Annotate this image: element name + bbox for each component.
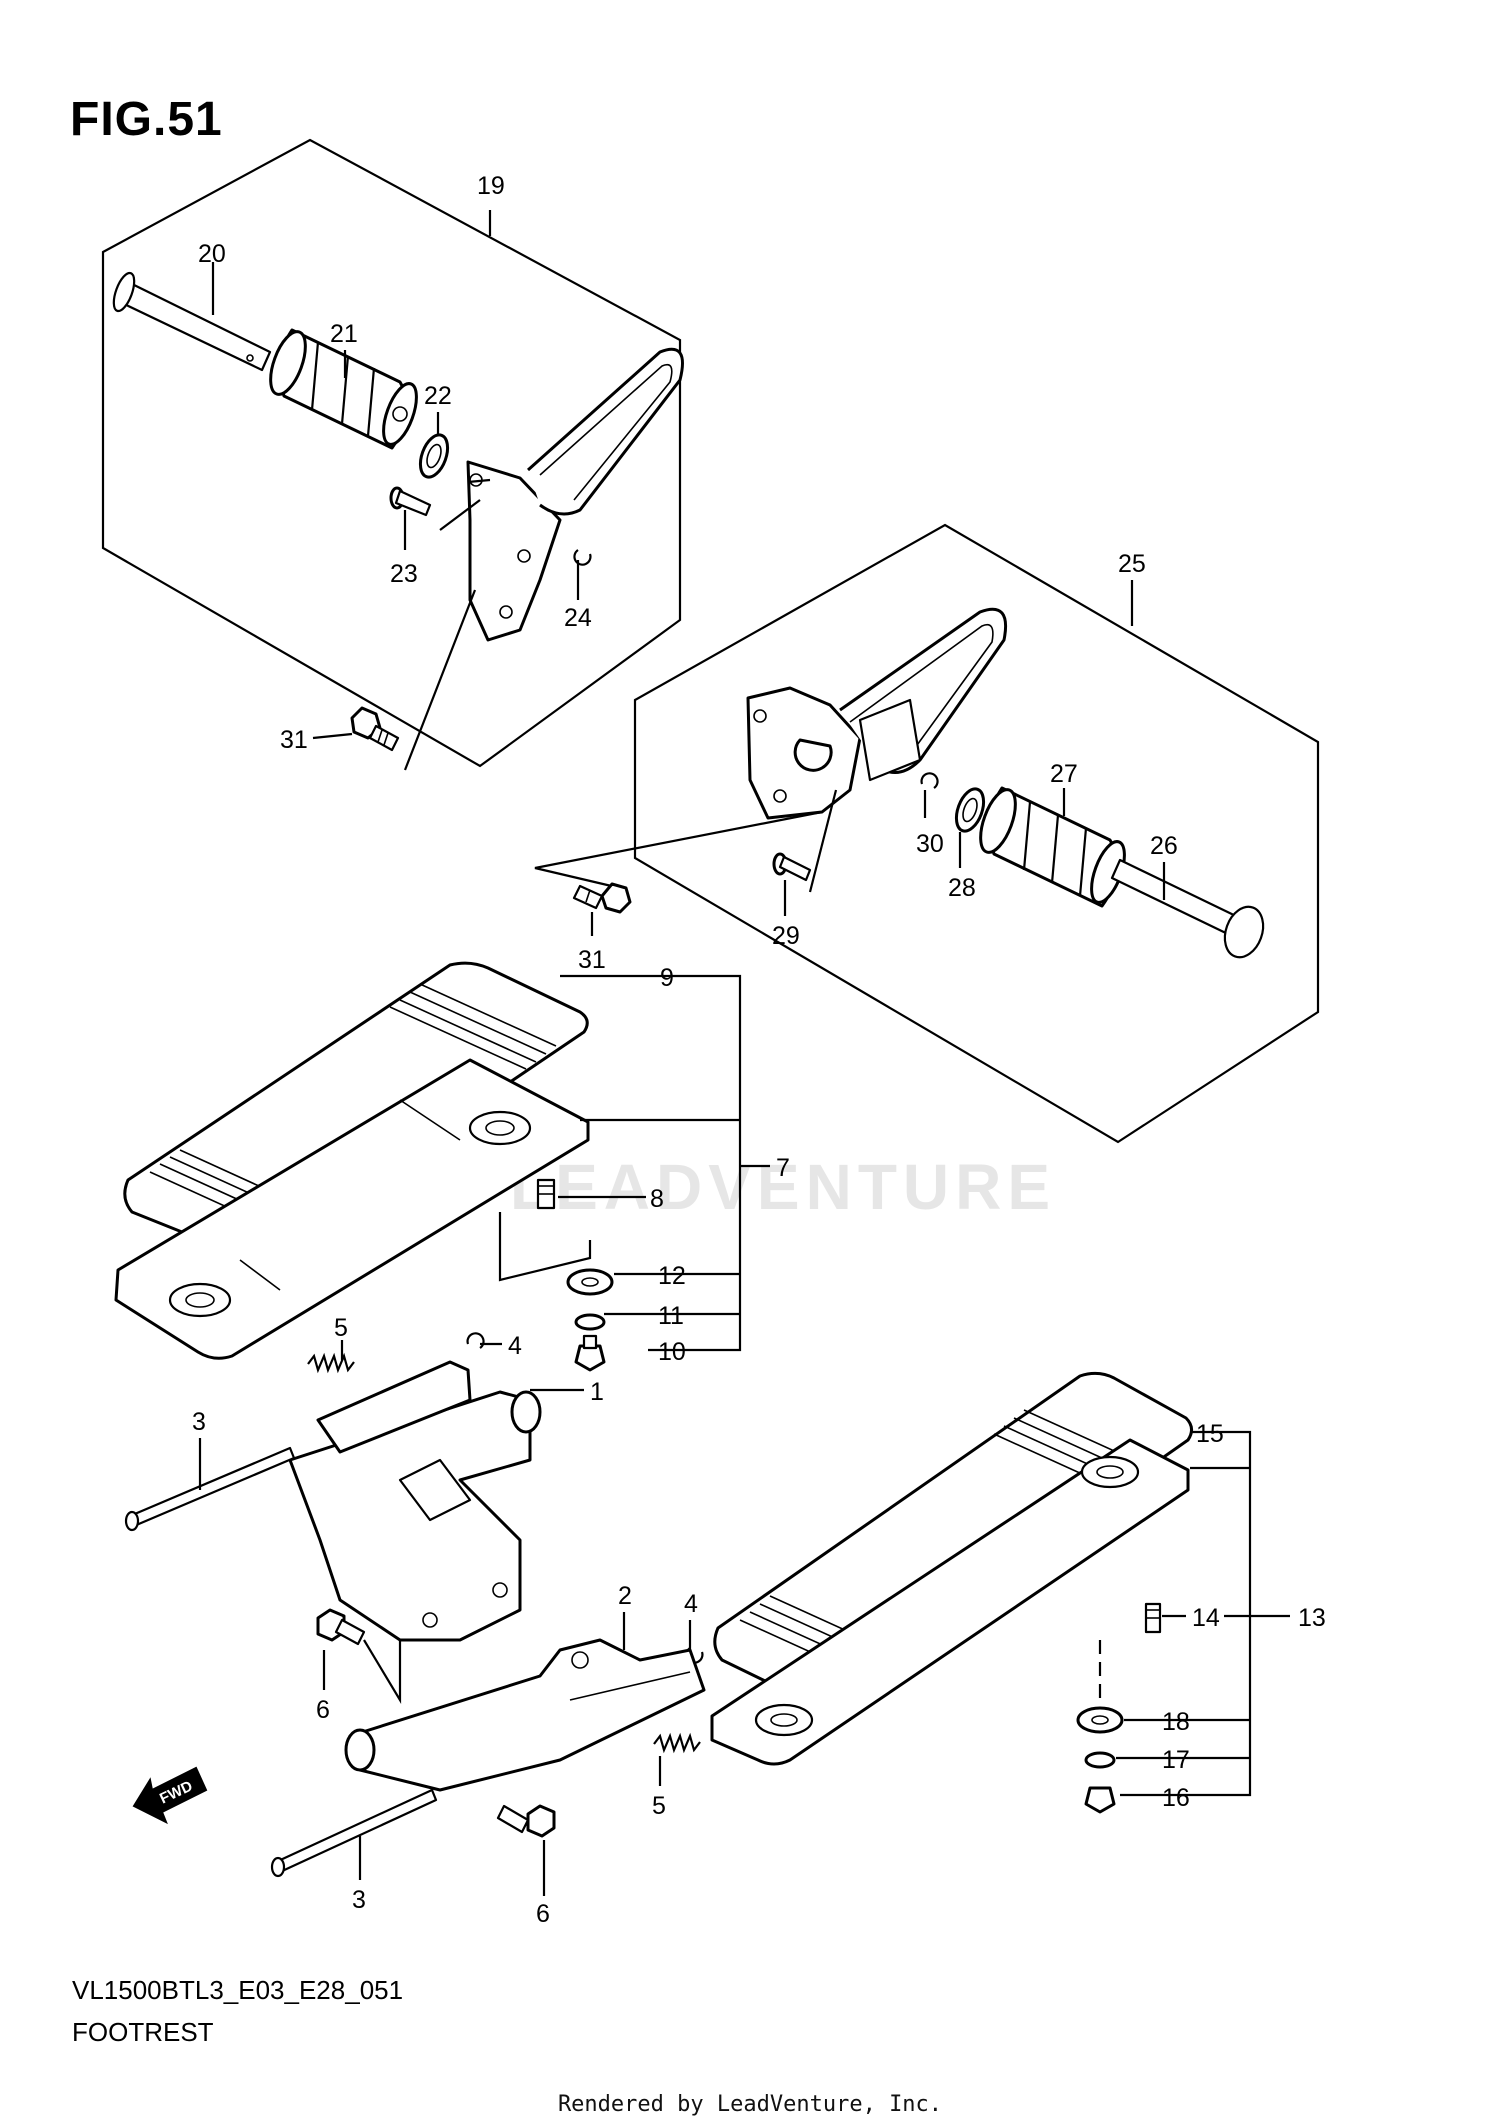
part-24-clip <box>573 549 592 566</box>
callout-14: 14 <box>1192 1604 1220 1632</box>
part-20-footrest-pin <box>112 271 272 372</box>
callout-11: 11 <box>658 1302 684 1330</box>
callout-29: 29 <box>772 922 800 950</box>
part-12-washer <box>566 1268 614 1296</box>
part-22-washer <box>418 433 450 479</box>
callout-17: 17 <box>1162 1746 1190 1774</box>
callout-22: 22 <box>424 382 452 410</box>
passenger-footrest-bracket-left <box>466 347 684 642</box>
part-17-lock-washer <box>1084 1751 1116 1769</box>
callout-4-lower: 4 <box>684 1590 698 1618</box>
direction-forward-icon: FWD <box>132 1766 208 1825</box>
part-18-washer <box>1076 1706 1124 1734</box>
watermark-text: LEADVENTURE <box>510 1151 1057 1223</box>
part-27-footrest-rubber <box>979 786 1126 908</box>
callout-6-lower: 6 <box>536 1900 550 1928</box>
callout-19: 19 <box>477 172 505 200</box>
callout-2: 2 <box>618 1582 632 1610</box>
callout-3-upper: 3 <box>192 1408 206 1436</box>
callout-8: 8 <box>650 1185 664 1213</box>
assembly-guide-lines-right <box>534 789 838 893</box>
callout-16: 16 <box>1162 1784 1190 1812</box>
part-13-footboard-right <box>710 1438 1190 1766</box>
assembly-guide-8-12 <box>498 1212 592 1282</box>
rendered-by-footer: Rendered by LeadVenture, Inc. <box>557 2092 943 2117</box>
part-31-bolt-upper <box>350 706 400 752</box>
callout-21: 21 <box>330 320 358 348</box>
part-30-clip <box>920 772 939 789</box>
callout-12: 12 <box>658 1262 686 1290</box>
callout-31-upper: 31 <box>280 726 308 754</box>
callout-6-upper: 6 <box>316 1696 330 1724</box>
callout-13: 13 <box>1298 1604 1326 1632</box>
callout-9: 9 <box>660 964 674 992</box>
callout-15: 15 <box>1196 1420 1224 1448</box>
callout-24: 24 <box>564 604 592 632</box>
callout-leaders <box>198 210 1290 1896</box>
part-5-spring-upper <box>307 1352 355 1374</box>
part-26-footrest-pin <box>1110 858 1265 959</box>
callout-4-upper: 4 <box>508 1332 522 1360</box>
callout-5-upper: 5 <box>334 1314 348 1342</box>
callout-labels: 19 20 21 22 23 24 31 25 27 26 30 28 29 3… <box>192 172 1326 1928</box>
part-10-nut <box>574 1334 606 1372</box>
callout-27: 27 <box>1050 760 1078 788</box>
part-1-footboard-bracket-left <box>288 1360 542 1642</box>
part-8-bolt <box>536 1178 556 1210</box>
callout-28: 28 <box>948 874 976 902</box>
part-4-clip-upper <box>466 1332 485 1349</box>
part-7-footboard-left <box>114 1058 590 1360</box>
callout-23: 23 <box>390 560 418 588</box>
part-6-bolt-lower <box>496 1804 556 1838</box>
assembly-guide-6 <box>363 1639 402 1704</box>
part-3-pivot-rod-lower <box>270 1788 438 1878</box>
passenger-footrest-bracket-right <box>746 607 1007 820</box>
callout-7: 7 <box>776 1154 790 1182</box>
callout-20: 20 <box>198 240 226 268</box>
part-28-washer <box>954 787 986 833</box>
part-11-lock-washer <box>574 1313 606 1331</box>
part-21-footrest-rubber <box>269 328 418 450</box>
section-name: FOOTREST <box>72 2017 214 2047</box>
part-16-nut <box>1084 1786 1116 1814</box>
part-14-bolt <box>1144 1602 1162 1634</box>
part-6-bolt-upper <box>316 1608 366 1646</box>
callout-3-lower: 3 <box>352 1886 366 1914</box>
callout-5-lower: 5 <box>652 1792 666 1820</box>
part-31-bolt-lower <box>572 882 632 914</box>
callout-18: 18 <box>1162 1708 1190 1736</box>
part-3-pivot-rod-upper <box>124 1446 296 1532</box>
callout-1: 1 <box>590 1378 604 1406</box>
callout-31-lower: 31 <box>578 946 606 974</box>
part-5-spring-lower <box>653 1732 701 1754</box>
callout-30: 30 <box>916 830 944 858</box>
passenger-footrest-left-box <box>101 138 682 768</box>
passenger-footrest-right-box <box>633 523 1320 1144</box>
callout-25: 25 <box>1118 550 1146 578</box>
part-29-clevis-pin <box>772 852 812 882</box>
model-code: VL1500BTL3_E03_E28_051 <box>72 1975 404 2005</box>
callout-10: 10 <box>658 1338 686 1366</box>
part-23-clevis-pin <box>389 486 432 517</box>
callout-26: 26 <box>1150 832 1178 860</box>
assembly-guide-lines-upper <box>403 478 491 771</box>
figure-title: FIG.51 <box>70 93 223 146</box>
